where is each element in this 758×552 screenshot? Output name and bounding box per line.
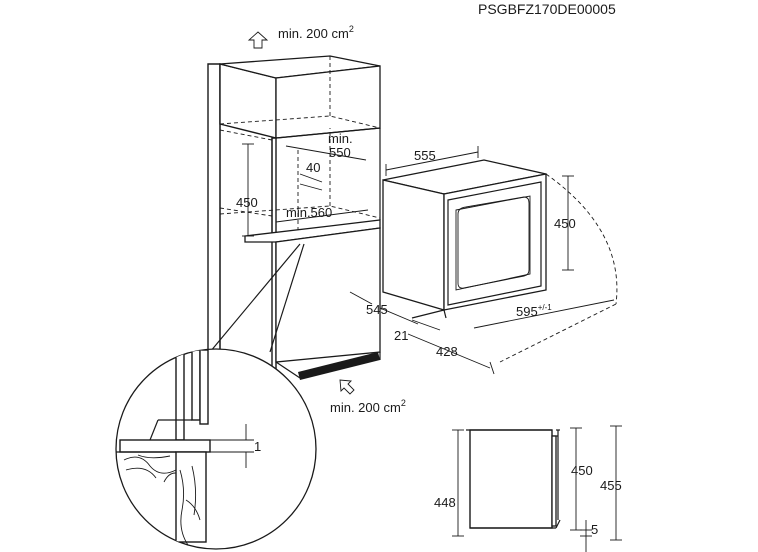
oven-depth-top-label: 555 xyxy=(414,148,436,163)
side-view: 448 450 455 5 xyxy=(434,425,622,552)
detail-gap-label: 1 xyxy=(254,439,261,454)
niche-min-word: min. xyxy=(328,131,353,146)
vent-top-sup: 2 xyxy=(349,24,354,34)
oven-door-open-tol: +/-1 xyxy=(538,303,553,312)
side-body-height-label: 448 xyxy=(434,495,456,510)
niche-width-label: min.560 xyxy=(286,205,332,220)
side-offset-label: 5 xyxy=(591,522,598,537)
oven-width-front-label: 545 xyxy=(366,302,388,317)
vent-bottom-sup: 2 xyxy=(401,398,406,408)
side-total-height-label: 455 xyxy=(600,478,622,493)
detail-callout: 1 xyxy=(115,243,317,550)
oven-height-label: 450 xyxy=(554,216,576,231)
side-front-height-label: 450 xyxy=(571,463,593,478)
svg-text:595+/-1: 595+/-1 xyxy=(516,303,552,319)
vent-top: min. 200 cm2 xyxy=(247,24,354,49)
cabinet xyxy=(207,55,381,380)
oven-dimensions: 555 450 545 21 428 595+/-1 xyxy=(349,146,615,375)
niche-min-depth-label: 550 xyxy=(329,145,351,160)
niche-dimensions: 450 min. 550 40 min.560 xyxy=(236,131,369,237)
vent-bottom-label: min. 200 cm xyxy=(330,400,401,415)
oven-door-thickness-label: 21 xyxy=(394,328,408,343)
arrow-intake-icon xyxy=(339,379,355,395)
arrow-up-icon xyxy=(247,31,269,49)
svg-text:min. 200 cm2: min. 200 cm2 xyxy=(278,24,354,41)
oven-body-depth-label: 428 xyxy=(436,344,458,359)
niche-gap-label: 40 xyxy=(306,160,320,175)
vent-bottom: min. 200 cm2 xyxy=(330,379,406,415)
oven xyxy=(382,159,618,363)
svg-text:min. 200 cm2: min. 200 cm2 xyxy=(330,398,406,415)
document-code: PSGBFZ170DE00005 xyxy=(478,1,616,17)
oven-door-open-label: 595 xyxy=(516,304,538,319)
niche-height-label: 450 xyxy=(236,195,258,210)
vent-top-label: min. 200 cm xyxy=(278,26,349,41)
